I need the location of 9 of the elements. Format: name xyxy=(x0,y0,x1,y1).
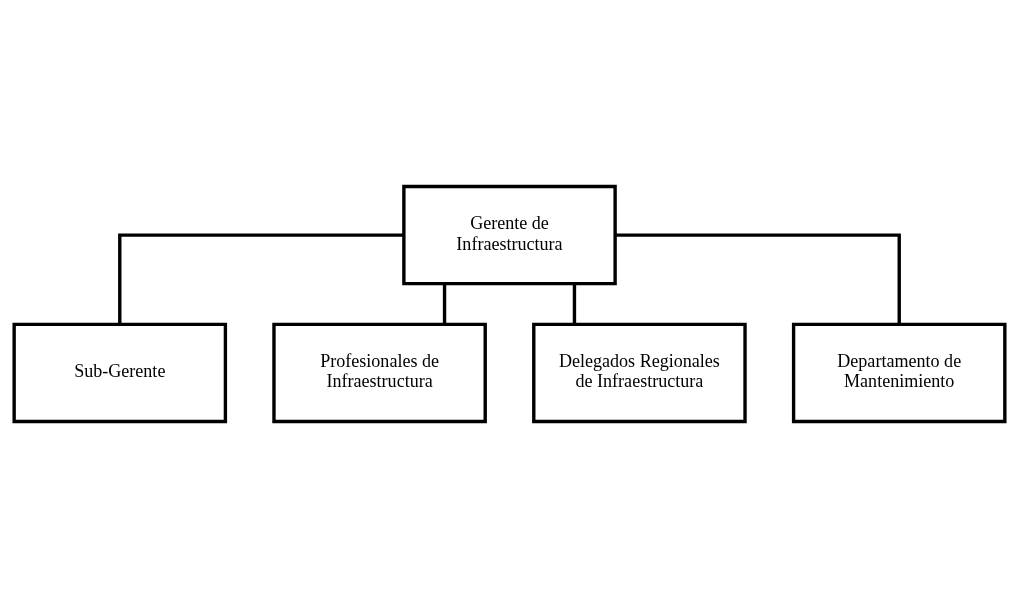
node-box: Gerente de Infraestructura xyxy=(401,184,617,285)
node-box: Profesionales de Infraestructura xyxy=(271,322,487,423)
node-box: Delegados Regionales de Infraestructura xyxy=(531,322,747,423)
node-box: Departamento de Mantenimiento xyxy=(791,322,1007,423)
connector xyxy=(572,283,576,324)
connector xyxy=(615,232,901,324)
connector xyxy=(442,283,446,324)
node-box: Sub-Gerente xyxy=(11,322,227,423)
connector xyxy=(117,232,403,324)
